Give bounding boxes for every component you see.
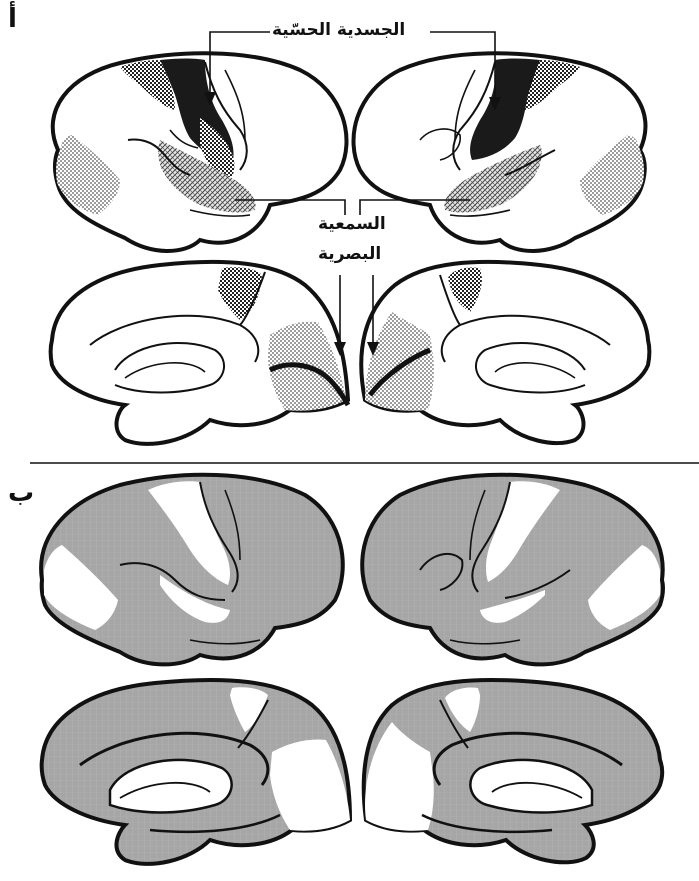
a-left-lateral-brain [53, 53, 347, 251]
panel-a-letter: أ [8, 4, 17, 34]
panel-b-letter: ب [8, 478, 34, 508]
label-somatosensory: الجسدية الحسّية [272, 20, 405, 40]
a-right-medial-brain [361, 262, 649, 443]
a-left-medial-brain [51, 262, 349, 444]
b-right-lateral-brain [362, 475, 663, 665]
b-left-medial-brain [42, 680, 350, 864]
a-right-lateral-brain [353, 53, 645, 251]
b-right-medial-brain [364, 680, 663, 862]
b-left-lateral-brain [41, 475, 343, 665]
label-auditory: السمعية [318, 214, 386, 234]
label-visual: البصرية [318, 244, 381, 264]
